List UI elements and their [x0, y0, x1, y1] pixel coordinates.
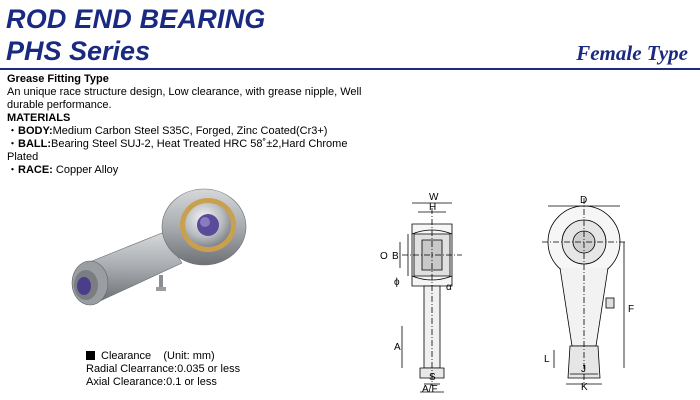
dim-label-alpha: α — [446, 282, 452, 293]
clearance-heading: Clearance — [101, 350, 152, 362]
dim-label-d: D — [580, 195, 587, 206]
radial-clearance: Radial Clearrance:0.035 or less — [86, 363, 241, 375]
dim-label-f: F — [628, 304, 634, 315]
description-heading: Grease Fitting Type — [7, 73, 109, 85]
dim-label-a: A — [394, 342, 401, 353]
description-text: An unique race structure design, Low cle… — [7, 86, 362, 111]
dim-label-b: B — [392, 251, 399, 262]
square-bullet-icon — [86, 351, 95, 360]
dim-label-af: A/F — [422, 384, 438, 395]
dim-label-l: L — [544, 354, 550, 365]
material-label: BALL: — [18, 138, 51, 150]
axial-clearance: Axial Clearance:0.1 or less — [86, 376, 217, 388]
dim-label-k: K — [581, 382, 588, 393]
dim-label-w: W — [429, 192, 439, 203]
material-text: Bearing Steel SUJ-2, Heat Treated HRC 58… — [7, 138, 348, 163]
bullet: ・ — [7, 164, 18, 176]
material-item-race: ・RACE: Copper Alloy — [7, 164, 377, 177]
description-block: Grease Fitting Type An unique race struc… — [7, 73, 377, 177]
clearance-heading-row: Clearance (Unit: mm) — [86, 350, 346, 363]
bullet: ・ — [7, 138, 18, 150]
header-rule — [0, 68, 700, 70]
material-item-body: ・BODY:Medium Carbon Steel S35C, Forged, … — [7, 125, 377, 138]
type-label: Female Type — [576, 41, 688, 65]
dim-label-o: O — [380, 251, 388, 262]
bullet: ・ — [7, 125, 18, 137]
product-photo — [71, 188, 247, 306]
dim-label-j: J — [581, 364, 586, 375]
series-title: PHS Series — [6, 36, 151, 66]
material-label: BODY: — [18, 125, 53, 137]
dim-label-s: S — [429, 372, 436, 383]
material-text: Copper Alloy — [52, 164, 119, 176]
dim-label-h: H — [429, 202, 436, 213]
material-text: Medium Carbon Steel S35C, Forged, Zinc C… — [52, 125, 328, 137]
materials-heading: MATERIALS — [7, 112, 71, 124]
page-title: ROD END BEARING — [6, 4, 266, 34]
clearance-unit: (Unit: mm) — [163, 350, 215, 362]
clearance-block: Clearance (Unit: mm) Radial Clearrance:0… — [86, 350, 346, 389]
material-label: RACE: — [18, 164, 53, 176]
dim-label-phi: ϕ — [394, 277, 400, 288]
material-item-ball: ・BALL:Bearing Steel SUJ-2, Heat Treated … — [7, 138, 377, 164]
technical-drawing: W H O B ϕ α A S A/F D F L J K — [380, 192, 634, 395]
